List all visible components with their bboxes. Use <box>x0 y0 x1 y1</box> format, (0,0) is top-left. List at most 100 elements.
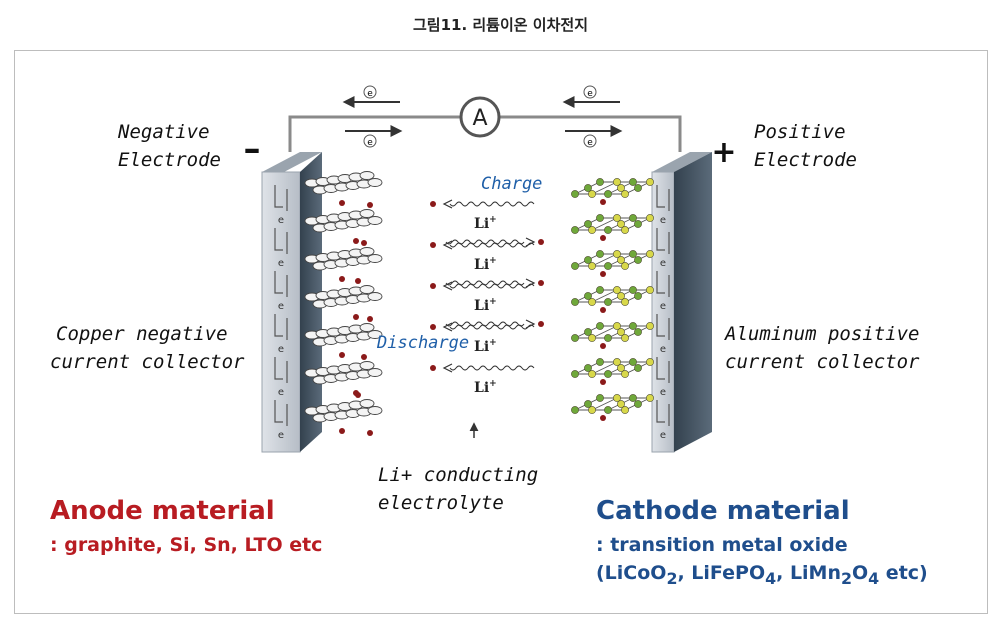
discharge-label: Discharge <box>376 333 469 353</box>
collector-electron-icon: e <box>274 185 288 226</box>
collector-electron-icon: e <box>274 314 288 355</box>
li-ion-dot <box>600 271 606 277</box>
li-ion-dot <box>361 240 367 246</box>
li-ion-dot <box>600 235 606 241</box>
collector-electron-icon: e <box>274 271 288 312</box>
li-ion-label: Li+ <box>474 379 497 396</box>
cathode-material-formula: (LiCoO2, LiFePO4, LiMn2O4 etc) <box>596 562 928 588</box>
cathode-layer <box>571 286 654 306</box>
collector-electron-icon: e <box>656 314 670 355</box>
figure-title: 그림11. 리튬이온 이차전지 <box>412 16 589 34</box>
collector-electron-icon: e <box>274 228 288 269</box>
svg-text:e: e <box>278 344 284 355</box>
li-ion-dot <box>339 428 345 434</box>
li-ion-dot <box>355 278 361 284</box>
cathode-layer <box>571 214 654 234</box>
svg-text:e: e <box>660 215 666 226</box>
li-ion-dot <box>538 321 544 327</box>
electron-flow-right: e e <box>562 85 623 148</box>
graphite-layer <box>304 171 383 195</box>
li-ion-path <box>449 324 535 330</box>
svg-text:e: e <box>660 258 666 269</box>
li-ion-dot <box>361 354 367 360</box>
cathode-layer <box>571 250 654 270</box>
li-ion-flow: Li+ Li+ Li+ Li+ Li+ <box>430 199 544 396</box>
svg-text:e: e <box>660 344 666 355</box>
li-ion-dot <box>430 201 436 207</box>
collector-electron-icon: e <box>656 400 670 441</box>
cathode-layer <box>571 178 654 198</box>
li-ion-path <box>449 201 535 207</box>
li-ion-dot <box>600 199 606 205</box>
electrolyte-label: Li+ conducting electrolyte <box>378 464 539 514</box>
svg-text:e: e <box>367 89 373 99</box>
negative-sign: – <box>244 129 261 169</box>
positive-electrode-label: Positive Electrode <box>754 121 857 171</box>
anode-material-title: Anode material <box>50 496 275 526</box>
li-ion-dot <box>430 283 436 289</box>
li-ion-dot <box>600 307 606 313</box>
svg-text:e: e <box>660 301 666 312</box>
aluminum-collector-label: Aluminum positive current collector <box>725 323 920 373</box>
svg-text:e: e <box>587 138 593 148</box>
collector-electron-icon: e <box>656 228 670 269</box>
li-ion-dot <box>600 343 606 349</box>
charge-label: Charge <box>481 174 542 194</box>
li-ion-dot <box>367 430 373 436</box>
svg-text:e: e <box>587 89 593 99</box>
li-ion-dot <box>353 238 359 244</box>
collector-electron-icon: e <box>656 185 670 226</box>
graphite-layer <box>304 399 383 423</box>
anode-material-subtitle: : graphite, Si, Sn, LTO etc <box>50 534 323 556</box>
svg-text:A: A <box>472 106 487 131</box>
li-ion-label: Li+ <box>474 215 497 232</box>
svg-text:e: e <box>278 215 284 226</box>
li-ion-dot <box>367 316 373 322</box>
li-ion-path <box>449 283 535 289</box>
circuit-wire <box>288 115 682 152</box>
negative-electrode-label: Negative Electrode <box>118 121 221 171</box>
svg-text:e: e <box>660 387 666 398</box>
cathode-material-title: Cathode material <box>596 496 850 526</box>
svg-text:e: e <box>367 138 373 148</box>
li-ion-dot <box>430 365 436 371</box>
graphite-layer <box>304 285 383 309</box>
copper-collector-label: Copper negative current collector <box>50 323 245 373</box>
li-ion-dot <box>353 314 359 320</box>
cathode-layer <box>571 358 654 378</box>
cathode-layer <box>571 322 654 342</box>
li-ion-label: Li+ <box>474 256 497 273</box>
collector-electron-icon: e <box>656 357 670 398</box>
graphite-layer <box>304 323 383 347</box>
li-ion-path <box>449 242 535 248</box>
li-ion-dot <box>600 379 606 385</box>
diagram-frame <box>14 50 988 614</box>
li-ion-dot <box>430 324 436 330</box>
svg-text:e: e <box>278 430 284 441</box>
li-ion-label: Li+ <box>474 338 497 355</box>
li-ion-dot <box>339 276 345 282</box>
li-ion-dot <box>600 415 606 421</box>
li-ion-dot <box>355 392 361 398</box>
graphite-anode-layers <box>304 171 383 436</box>
svg-text:e: e <box>278 301 284 312</box>
li-ion-dot <box>367 202 373 208</box>
graphite-layer <box>304 247 383 271</box>
collector-electron-icon: e <box>274 400 288 441</box>
li-ion-dot <box>430 242 436 248</box>
graphite-layer <box>304 361 383 385</box>
li-ion-dot <box>538 239 544 245</box>
cathode-lattice-layers <box>571 178 654 421</box>
li-ion-dot <box>339 200 345 206</box>
graphite-layer <box>304 209 383 233</box>
svg-text:e: e <box>278 258 284 269</box>
cathode-material-subtitle: : transition metal oxide <box>596 534 848 556</box>
li-ion-dot <box>538 280 544 286</box>
ammeter: A <box>459 96 501 138</box>
li-ion-dot <box>339 352 345 358</box>
li-ion-label: Li+ <box>474 297 497 314</box>
